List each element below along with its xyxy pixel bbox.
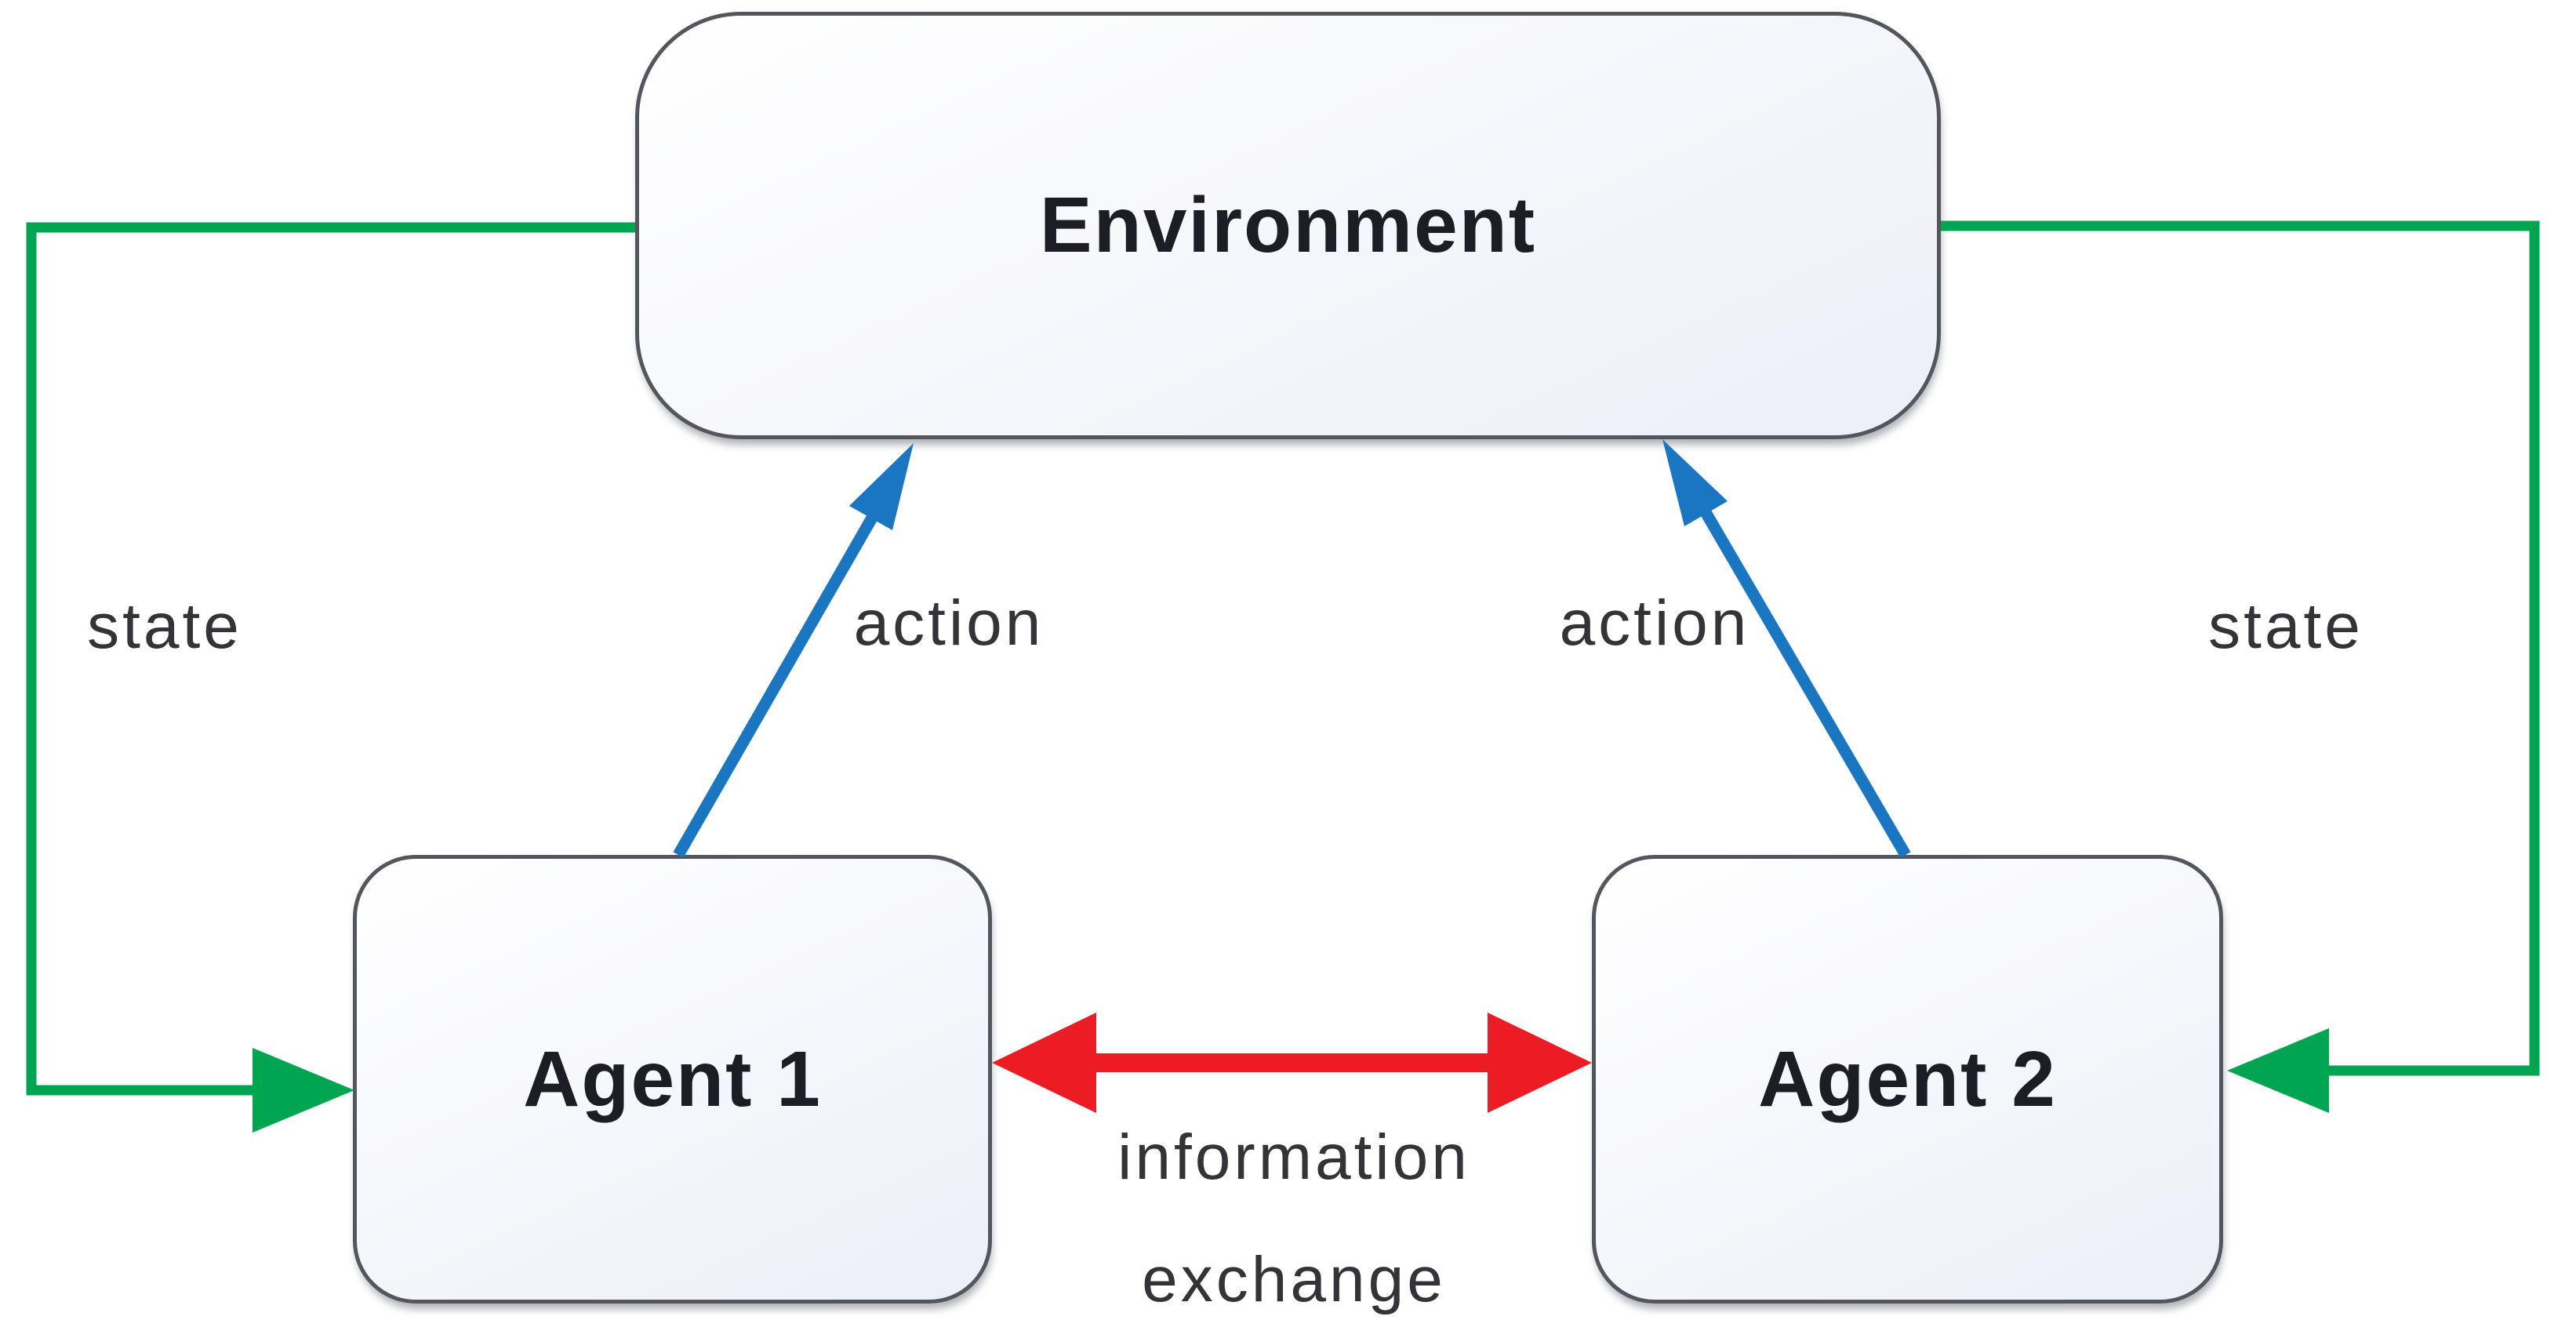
state-arrow-left-arrowhead-icon (253, 1048, 354, 1133)
node-agent-2: Agent 2 (1592, 855, 2223, 1304)
edge-label-state-right: state (2208, 591, 2363, 662)
action-arrow-right-path (1698, 505, 1911, 858)
node-agent-1-label: Agent 1 (523, 1035, 822, 1123)
action-arrow-left-path (673, 511, 880, 858)
edge-label-action-right: action (1559, 587, 1750, 659)
state-arrow-right-arrowhead-icon (2227, 1028, 2329, 1113)
action-arrow-left-arrowhead-icon (849, 443, 914, 530)
node-agent-1: Agent 1 (353, 855, 992, 1304)
node-environment-label: Environment (1039, 181, 1537, 269)
action-arrow-right-arrowhead-icon (1662, 439, 1728, 526)
edge-label-state-left: state (87, 591, 242, 662)
node-agent-2-label: Agent 2 (1758, 1035, 2057, 1123)
edge-label-action-left: action (853, 587, 1045, 659)
node-environment: Environment (635, 12, 1941, 439)
edge-label-information-exchange: information exchange (1117, 1122, 1470, 1315)
